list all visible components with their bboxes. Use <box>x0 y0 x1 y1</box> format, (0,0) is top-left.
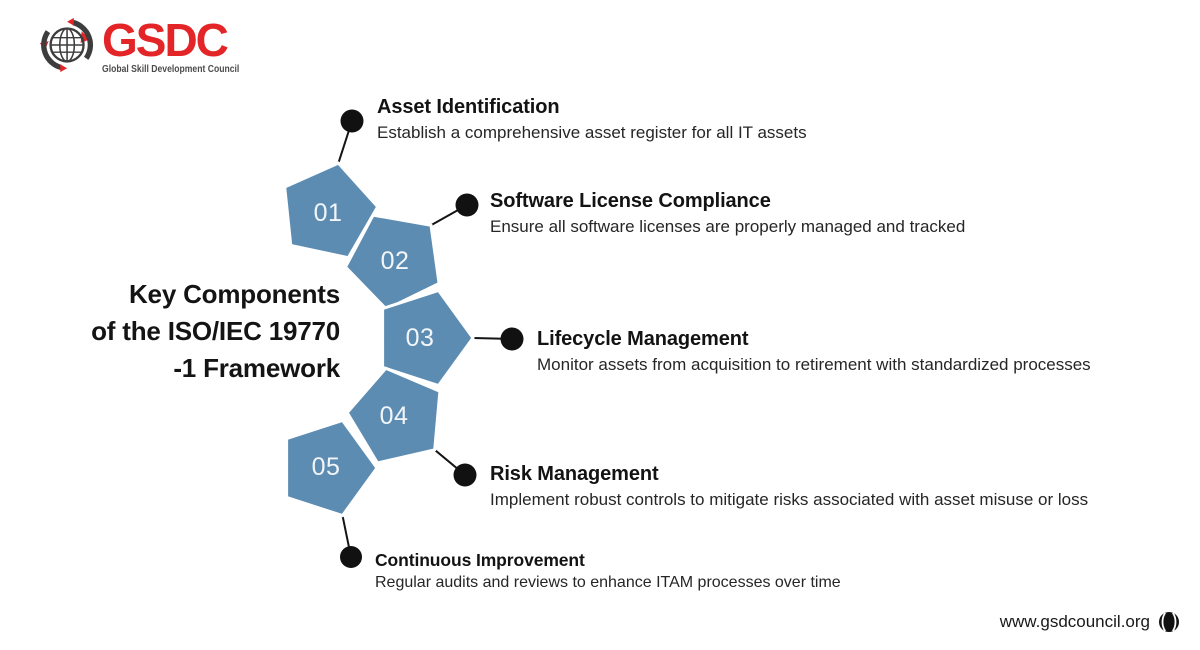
step-number-4: 04 <box>380 402 409 430</box>
step-description-1: Establish a comprehensive asset register… <box>377 123 807 142</box>
bullet-dot-4 <box>453 463 477 487</box>
logo-tagline: Global Skill Development Council <box>102 63 240 75</box>
step-description-2: Ensure all software licenses are properl… <box>490 217 966 236</box>
title-line-3: -1 Framework <box>173 353 340 383</box>
step-description-3: Monitor assets from acquisition to retir… <box>537 355 1091 374</box>
step-number-5: 05 <box>312 453 341 481</box>
step-item-4: Risk Management Implement robust control… <box>490 462 1150 512</box>
logo-text: GSDC Global Skill Development Council <box>102 12 269 75</box>
step-title-1: Asset Identification <box>377 96 560 118</box>
bullet-dot-1 <box>340 109 364 133</box>
step-title-5: Continuous Improvement <box>375 550 585 570</box>
pentagon-step-5 <box>285 418 379 518</box>
bullet-dot-2 <box>455 193 479 217</box>
step-number-1: 01 <box>314 199 343 227</box>
logo-wordmark: GSDC <box>102 14 229 66</box>
page-title: Key Components of the ISO/IEC 19770 -1 F… <box>0 276 340 387</box>
footer-website: www.gsdcouncil.org <box>999 612 1150 631</box>
pentagon-step-2 <box>343 213 441 312</box>
step-title-4: Risk Management <box>490 463 659 485</box>
footer: www.gsdcouncil.org <box>1000 611 1180 633</box>
step-item-5: Continuous Improvement Regular audits an… <box>375 549 995 594</box>
step-item-3: Lifecycle Management Monitor assets from… <box>537 327 1112 377</box>
title-line-1: Key Components <box>128 279 340 309</box>
globe-logo-icon <box>39 17 94 73</box>
step-description-4: Implement robust controls to mitigate ri… <box>490 490 1089 509</box>
step-number-3: 03 <box>406 324 435 352</box>
pentagon-step-3 <box>381 288 475 388</box>
gsdc-logo: GSDC Global Skill Development Council <box>38 12 269 76</box>
pentagon-step-1 <box>283 161 380 260</box>
bullet-dot-3 <box>500 327 524 351</box>
footer-globe-icon <box>1159 612 1179 632</box>
title-line-2: of the ISO/IEC 19770 <box>91 316 340 346</box>
step-item-2: Software License Compliance Ensure all s… <box>490 189 1110 239</box>
step-title-2: Software License Compliance <box>490 190 771 212</box>
step-title-3: Lifecycle Management <box>537 328 749 350</box>
step-description-5: Regular audits and reviews to enhance IT… <box>375 574 841 591</box>
bullet-dot-5 <box>340 546 362 568</box>
step-item-1: Asset Identification Establish a compreh… <box>377 95 937 145</box>
pentagon-step-4 <box>345 366 442 465</box>
step-number-2: 02 <box>381 247 410 275</box>
